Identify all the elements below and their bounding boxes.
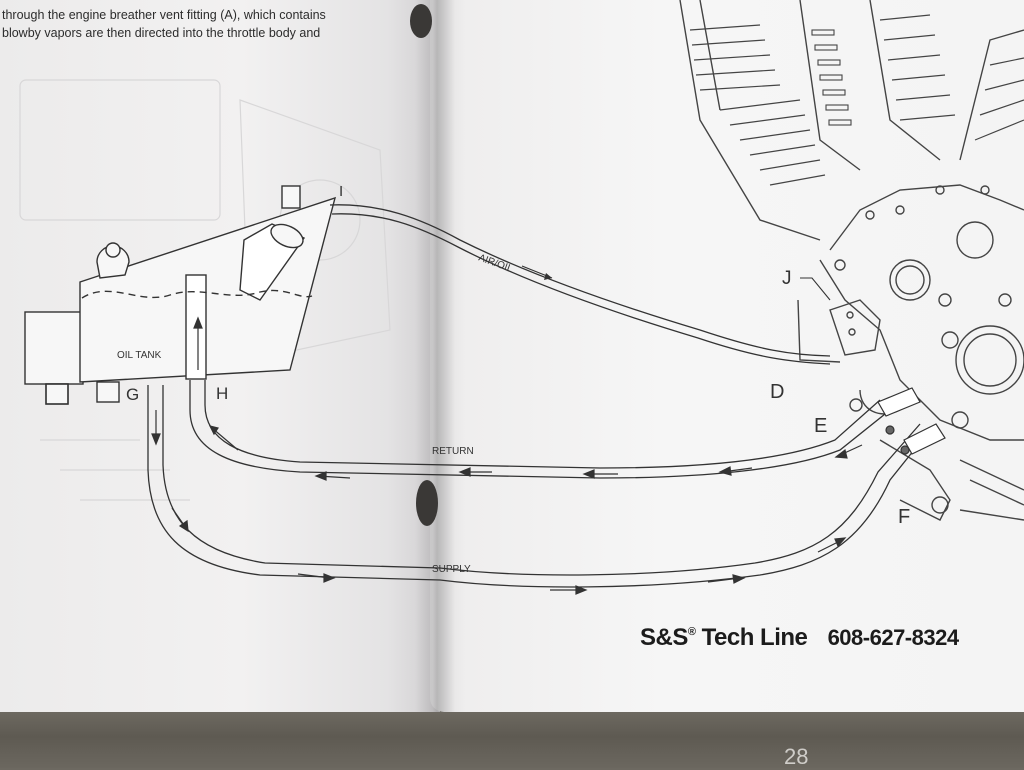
tech-line-footer: S&S® Tech Line 608-627-8324 [640,624,959,652]
registered-mark: ® [687,626,696,638]
brand-name: S&S [640,624,688,651]
binding-hole-middle [416,480,438,526]
label-h: H [216,384,228,403]
label-j-leader [800,277,831,301]
label-g: G [126,385,139,404]
oil-system-diagram: OIL TANK AIR/OIL RETURN SUPPLY [19,0,1024,595]
book-gutter [415,0,455,712]
intro-line: through the engine breather vent fitting… [2,8,326,22]
air-oil-label: AIR/OIL [477,252,515,275]
label-e: E [814,415,827,437]
return-arrows [193,316,863,481]
tank-label: OIL TANK [117,350,162,361]
label-d: D [770,381,784,403]
binding-hole-top [410,4,432,38]
engine-drawing [679,0,1024,521]
label-j: J [782,268,792,289]
phone-number: 608-627-8324 [827,625,960,650]
return-line [189,380,891,479]
supply-line [147,385,931,588]
page-number: 28 [784,744,809,769]
label-i: I [339,183,343,200]
supply-arrows [151,410,847,595]
label-f: F [898,506,910,528]
intro-line: blowby vapors are then directed into the… [2,26,321,40]
tech-line-title: Tech Line [701,624,808,651]
air-oil-arrowhead [544,273,552,280]
oil-tank [24,185,337,405]
intro-text: through the engine breather vent fitting… [2,6,402,42]
right-page [430,0,1024,712]
air-oil-line [329,204,831,365]
return-label: RETURN [432,446,474,457]
fittings [877,387,946,455]
supply-label: SUPPLY [432,564,471,575]
